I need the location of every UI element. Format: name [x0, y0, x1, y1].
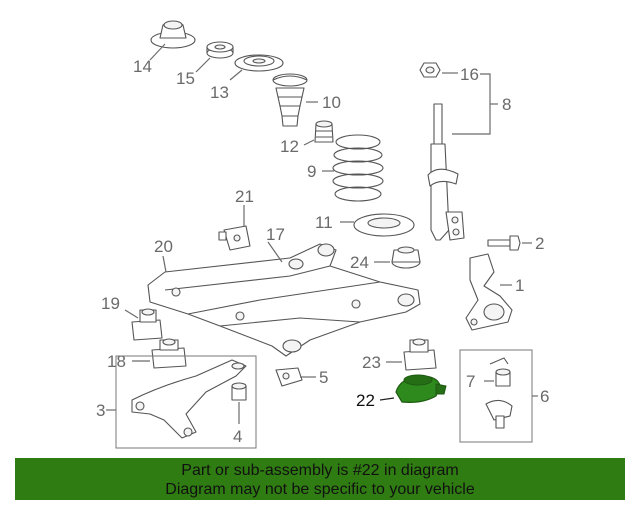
part-19-mount[interactable]: [131, 308, 163, 341]
part-3-lower-control-arm[interactable]: [131, 359, 247, 439]
part-18-mount[interactable]: [151, 338, 187, 369]
banner-line-1: Part or sub-assembly is #22 in diagram: [181, 462, 459, 479]
callout-14[interactable]: 14: [133, 57, 152, 76]
callout-17[interactable]: 17: [266, 225, 285, 244]
part-4-bushing[interactable]: [231, 382, 247, 401]
callout-6[interactable]: 6: [540, 387, 549, 406]
part-8-strut[interactable]: [427, 103, 465, 241]
part-17-crossmember[interactable]: [147, 243, 421, 357]
callout-12[interactable]: 12: [280, 137, 299, 156]
leader-13: [229, 69, 243, 81]
part-10-dust-boot[interactable]: [272, 73, 308, 127]
leader-12: [303, 139, 315, 146]
callout-10[interactable]: 10: [322, 93, 341, 112]
callout-1[interactable]: 1: [515, 276, 524, 295]
part-24-mount[interactable]: [391, 246, 421, 269]
part-6-ball-joint[interactable]: [485, 357, 513, 429]
callout-21[interactable]: 21: [235, 187, 254, 206]
callout-19[interactable]: 19: [101, 294, 120, 313]
part-15-bearing[interactable]: [206, 41, 234, 59]
part-13-spring-seat[interactable]: [234, 54, 284, 72]
part-22-mount-highlighted[interactable]: [395, 374, 447, 403]
leader-15: [195, 57, 211, 73]
callout-2[interactable]: 2: [535, 234, 544, 253]
part-21-bracket[interactable]: [218, 225, 251, 251]
info-banner: Part or sub-assembly is #22 in diagram D…: [15, 458, 625, 500]
callout-16[interactable]: 16: [460, 65, 479, 84]
callout-20[interactable]: 20: [154, 237, 173, 256]
leader-20: [162, 255, 167, 273]
callout-7[interactable]: 7: [466, 372, 475, 391]
part-1-steering-knuckle[interactable]: [465, 253, 513, 331]
leader-14: [149, 43, 166, 61]
callout-11[interactable]: 11: [315, 213, 333, 232]
group-box-3: [115, 355, 257, 449]
part-14-strut-mount[interactable]: [150, 20, 196, 49]
part-11-lower-insulator[interactable]: [353, 213, 415, 237]
parts-diagram: 14 15 13 10 12 9: [96, 20, 549, 449]
callout-5[interactable]: 5: [319, 368, 328, 387]
callout-24[interactable]: 24: [350, 253, 369, 272]
part-9-coil-spring[interactable]: [332, 134, 384, 202]
callout-3[interactable]: 3: [96, 401, 105, 420]
callout-15[interactable]: 15: [176, 69, 195, 88]
banner-line-2: Diagram may not be specific to your vehi…: [165, 481, 475, 498]
leader-17: [267, 241, 283, 263]
callout-9[interactable]: 9: [307, 162, 316, 181]
callout-8[interactable]: 8: [502, 95, 511, 114]
callout-22[interactable]: 22: [356, 391, 375, 410]
callout-13[interactable]: 13: [210, 83, 229, 102]
part-12-bump-stop[interactable]: [314, 120, 334, 143]
part-5-bracket[interactable]: [275, 367, 303, 387]
part-2-bolt[interactable]: [487, 235, 521, 251]
leader-19: [124, 309, 139, 319]
part-23-mount[interactable]: [403, 338, 437, 371]
part-16-nut[interactable]: [419, 62, 441, 78]
callout-4[interactable]: 4: [233, 427, 242, 446]
leader-22: [379, 397, 395, 401]
callout-23[interactable]: 23: [362, 353, 381, 372]
